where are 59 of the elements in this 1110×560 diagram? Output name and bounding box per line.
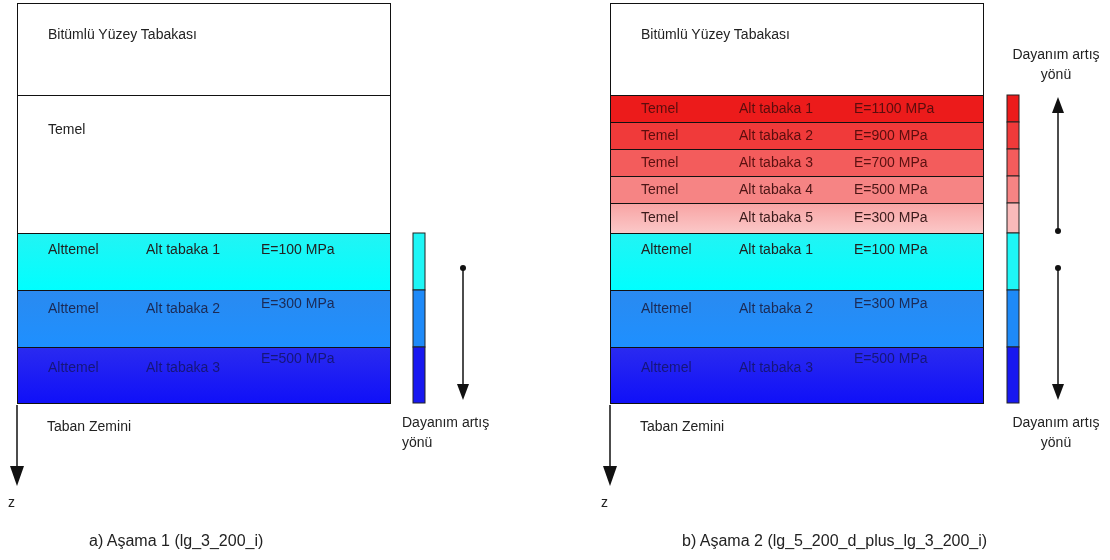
layer-band bbox=[17, 290, 391, 348]
modulus-label: E=900 MPa bbox=[854, 127, 928, 143]
layer-band bbox=[610, 149, 984, 177]
layer-label: Alt tabaka 5 bbox=[739, 209, 813, 225]
layer-label: Alttemel bbox=[641, 359, 692, 375]
layer-label: Bitümlü Yüzey Tabakası bbox=[641, 26, 790, 42]
layer-label: Taban Zemini bbox=[47, 417, 132, 436]
layer-label: Alt tabaka 3 bbox=[739, 359, 813, 375]
layer-label: Temel bbox=[641, 154, 679, 170]
modulus-label: E=300 MPa bbox=[261, 295, 335, 311]
layer-label: Alt tabaka 2 bbox=[146, 300, 220, 316]
modulus-label: E=500 MPa bbox=[261, 350, 335, 366]
layer-label: Taban Zemini bbox=[640, 417, 725, 436]
layer-label: Alt tabaka 3 bbox=[146, 359, 220, 375]
layer-label: Alt tabaka 1 bbox=[739, 100, 813, 116]
modulus-label: E=300 MPa bbox=[854, 295, 928, 311]
layer-label: Alttemel bbox=[48, 359, 99, 375]
layer-label: Temel bbox=[641, 127, 679, 143]
modulus-label: E=1100 MPa bbox=[854, 100, 935, 116]
layer-label: Alt tabaka 2 bbox=[739, 300, 813, 316]
layer-band bbox=[610, 290, 984, 348]
modulus-label: E=100 MPa bbox=[261, 241, 335, 257]
layer-label: Temel bbox=[641, 100, 679, 116]
layer-band bbox=[17, 233, 391, 291]
layer-label: Temel bbox=[641, 181, 679, 197]
layer-label: Alttemel bbox=[641, 241, 692, 257]
layer-band bbox=[610, 3, 984, 96]
layer-band bbox=[17, 347, 391, 404]
layer-label: Alttemel bbox=[48, 241, 99, 257]
layer-label: Bitümlü Yüzey Tabakası bbox=[48, 26, 197, 42]
annotation-text: Dayanım artış yönü bbox=[1011, 45, 1101, 84]
layer-label: Alt tabaka 4 bbox=[739, 181, 813, 197]
layer-label: Alttemel bbox=[641, 300, 692, 316]
layer-label: Temel bbox=[641, 209, 679, 225]
layer-label: Alt tabaka 1 bbox=[146, 241, 220, 257]
caption: a) Aşama 1 (lg_3_200_i) bbox=[89, 531, 264, 551]
modulus-label: E=100 MPa bbox=[854, 241, 928, 257]
axis-label: z bbox=[601, 493, 608, 512]
modulus-label: E=500 MPa bbox=[854, 181, 928, 197]
layer-band bbox=[17, 95, 391, 234]
layer-label: Alt tabaka 3 bbox=[739, 154, 813, 170]
layer-band bbox=[610, 203, 984, 234]
modulus-label: E=500 MPa bbox=[854, 350, 928, 366]
annotation-text: Dayanım artış yönü bbox=[402, 413, 491, 452]
layer-band bbox=[17, 3, 391, 96]
axis-label: z bbox=[8, 493, 15, 512]
layer-label: Temel bbox=[48, 121, 86, 137]
layer-band bbox=[610, 233, 984, 291]
layer-band bbox=[610, 122, 984, 150]
layer-label: Alt tabaka 1 bbox=[739, 241, 813, 257]
layer-band bbox=[610, 176, 984, 204]
annotation-text: Dayanım artış yönü bbox=[1011, 413, 1101, 452]
layer-band bbox=[610, 347, 984, 404]
layer-label: Alttemel bbox=[48, 300, 99, 316]
layer-label: Alt tabaka 2 bbox=[739, 127, 813, 143]
layer-band bbox=[610, 95, 984, 123]
modulus-label: E=700 MPa bbox=[854, 154, 928, 170]
modulus-label: E=300 MPa bbox=[854, 209, 928, 225]
caption: b) Aşama 2 (lg_5_200_d_plus_lg_3_200_i) bbox=[682, 531, 988, 551]
